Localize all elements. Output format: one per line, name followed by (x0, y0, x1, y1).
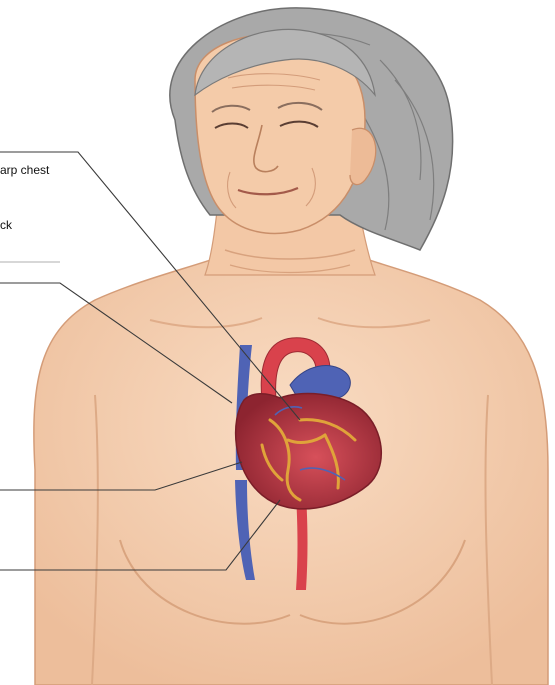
callout-label-sharp-chest: arp chest (0, 164, 49, 177)
heart (236, 394, 382, 509)
callout-label-line-2: ck (0, 219, 12, 232)
